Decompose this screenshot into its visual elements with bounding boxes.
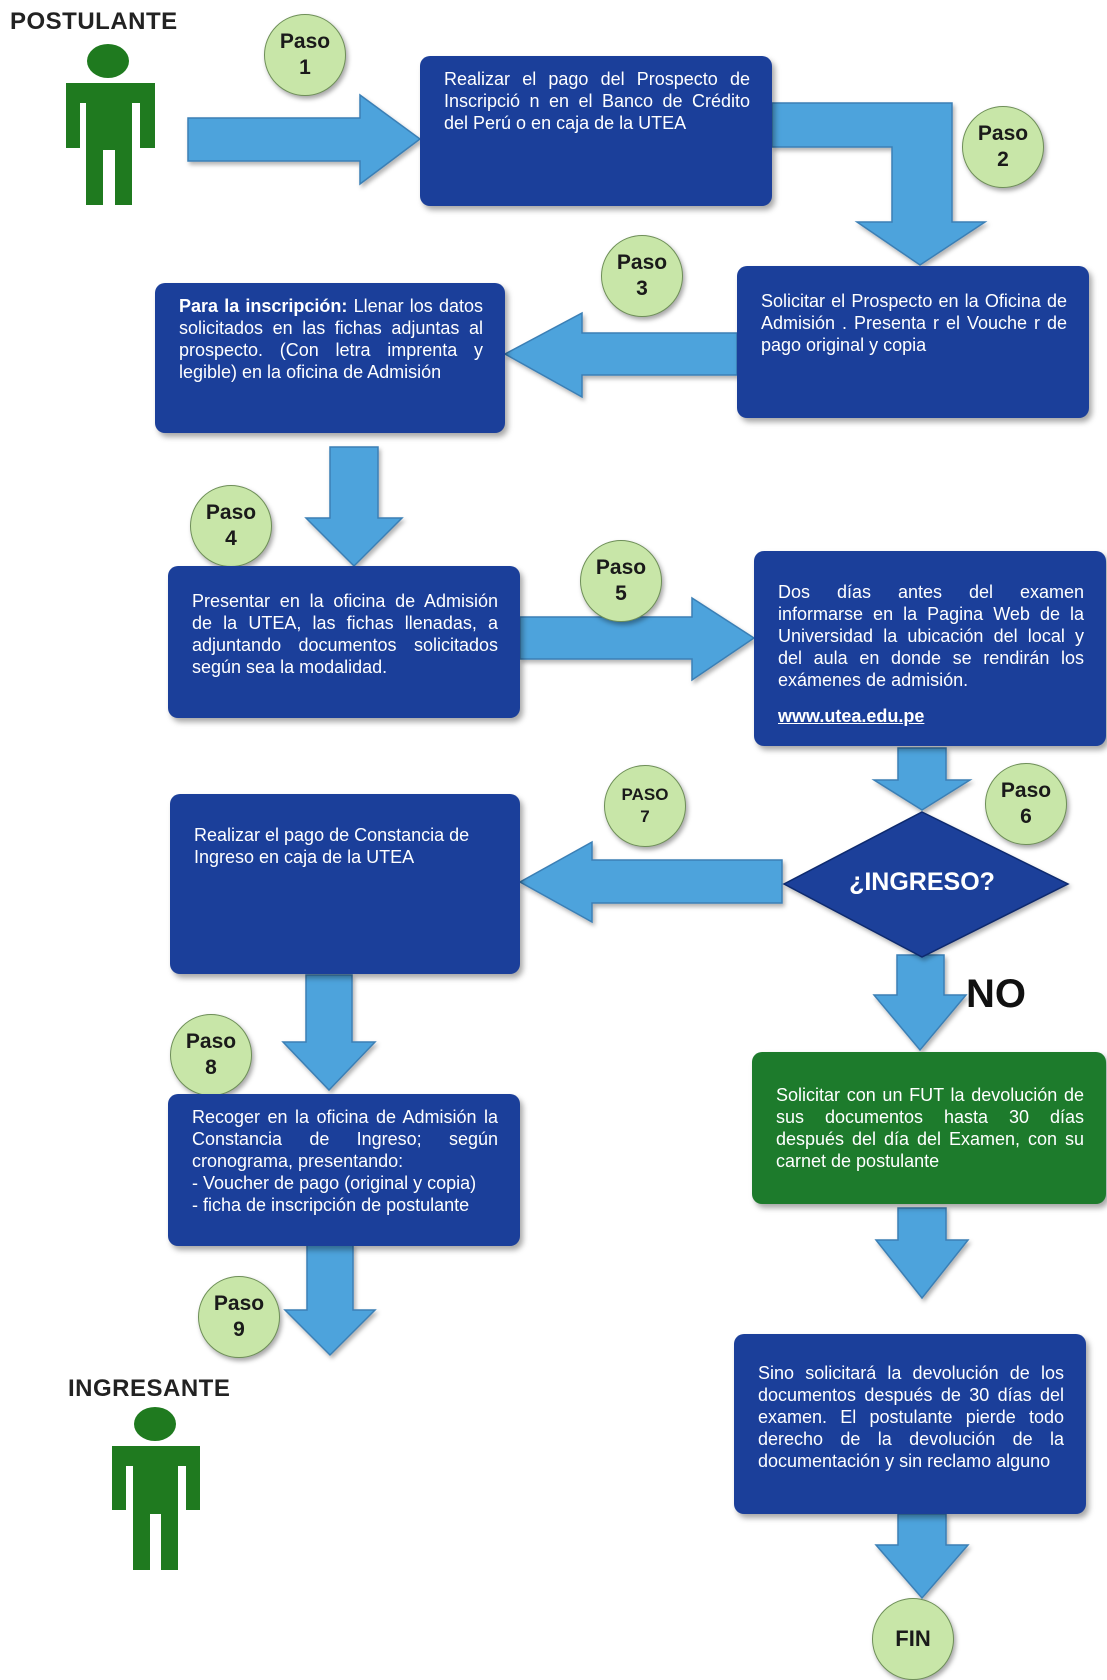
- step-word: Paso: [279, 30, 331, 53]
- box-1-text: Realizar el pago del Prospecto de Inscri…: [444, 69, 750, 133]
- step-word: Paso: [595, 556, 647, 579]
- arrow-step-3: [503, 311, 738, 399]
- decision-diamond: [782, 811, 1070, 958]
- step-word: Paso: [213, 1292, 265, 1315]
- box-3-bold-heading: Para la inscripción:: [179, 296, 348, 316]
- step-word: Paso: [616, 251, 668, 274]
- arrow-step-6: [871, 747, 973, 811]
- step-circle-7: PASO 7: [604, 765, 686, 847]
- process-box-3: Para la inscripción: Llenar los datos so…: [155, 283, 505, 433]
- step-circle-2: Paso 2: [962, 106, 1044, 188]
- step-circle-3: Paso 3: [601, 235, 683, 317]
- step-number: 1: [299, 56, 311, 79]
- step-number: 3: [636, 277, 648, 300]
- no-branch-label: NO: [966, 972, 1026, 1016]
- step-word: Paso: [977, 122, 1029, 145]
- box-3-body: Llenar los datos solicitados en las fich…: [179, 296, 483, 382]
- process-box-8-no-branch: Solicitar con un FUT la devolución de su…: [752, 1052, 1106, 1204]
- step-word: Paso: [185, 1030, 237, 1053]
- box-5-text: Dos días antes del examen informarse en …: [778, 582, 1084, 690]
- step-number: 5: [615, 582, 627, 605]
- box-7-requirement: - Voucher de pago (original y copia): [192, 1173, 477, 1193]
- box-5-link-line: www.utea.edu.pe: [778, 705, 1084, 727]
- box-2-text: Solicitar el Prospecto en la Oficina de …: [761, 291, 1067, 355]
- process-box-9: Sino solicitará la devolución de los doc…: [734, 1334, 1086, 1514]
- arrow-step-4: [304, 446, 404, 568]
- person-icon-ingresante: [112, 1407, 200, 1570]
- step-circle-1: Paso 1: [264, 14, 346, 96]
- process-box-4: Presentar en la oficina de Admisión de l…: [168, 566, 520, 718]
- box-7-requirements-list: - Voucher de pago (original y copia) - f…: [192, 1172, 498, 1216]
- arrow-step-7: [518, 840, 783, 924]
- step-number: 9: [233, 1318, 245, 1341]
- arrow-step-9: [283, 1244, 377, 1357]
- arrow-box8-to-box9: [874, 1207, 970, 1300]
- box-7-intro: Recoger en la oficina de Admisión la Con…: [192, 1107, 498, 1171]
- box-6-text: Realizar el pago de Constancia de Ingres…: [194, 825, 470, 867]
- step-circle-9: Paso 9: [198, 1276, 280, 1358]
- step-word: Paso: [1000, 779, 1052, 802]
- step-circle-8: Paso 8: [170, 1014, 252, 1096]
- arrow-step-2: [771, 102, 988, 266]
- step-number: 6: [1020, 805, 1032, 828]
- actor-label-ingresante: INGRESANTE: [68, 1375, 231, 1402]
- step-number: 8: [205, 1056, 217, 1079]
- box-9-text: Sino solicitará la devolución de los doc…: [758, 1363, 1064, 1471]
- process-box-6: Realizar el pago de Constancia de Ingres…: [170, 794, 520, 974]
- arrow-to-fin: [874, 1513, 970, 1600]
- process-box-2: Solicitar el Prospecto en la Oficina de …: [737, 266, 1089, 418]
- step-circle-4: Paso 4: [190, 485, 272, 567]
- box-4-text: Presentar en la oficina de Admisión de l…: [192, 591, 498, 677]
- process-box-5: Dos días antes del examen informarse en …: [754, 551, 1106, 746]
- person-icon-postulante: [66, 44, 155, 205]
- process-box-1: Realizar el pago del Prospecto de Inscri…: [420, 56, 772, 206]
- step-number: 2: [997, 148, 1009, 171]
- arrow-step-8: [281, 974, 377, 1092]
- box-3-text: Para la inscripción: Llenar los datos so…: [179, 295, 483, 383]
- step-word: Paso: [205, 501, 257, 524]
- arrow-no: [872, 954, 968, 1052]
- arrow-step-5: [519, 596, 756, 682]
- step-circle-5: Paso 5: [580, 540, 662, 622]
- actor-label-postulante: POSTULANTE: [10, 8, 178, 35]
- box-8-text: Solicitar con un FUT la devolución de su…: [776, 1085, 1084, 1171]
- step-circle-6: Paso 6: [985, 763, 1067, 845]
- end-label: FIN: [895, 1626, 931, 1651]
- arrow-step-1: [187, 93, 422, 186]
- decision-text: ¿INGRESO?: [849, 868, 995, 896]
- step-word: PASO: [621, 785, 669, 804]
- utea-website-link[interactable]: www.utea.edu.pe: [778, 706, 925, 726]
- process-box-7: Recoger en la oficina de Admisión la Con…: [168, 1094, 520, 1246]
- box-7-requirement: - ficha de inscripción de postulante: [192, 1195, 470, 1215]
- end-circle-fin: FIN: [872, 1598, 954, 1680]
- step-number: 4: [225, 527, 237, 550]
- step-number: 7: [640, 807, 650, 826]
